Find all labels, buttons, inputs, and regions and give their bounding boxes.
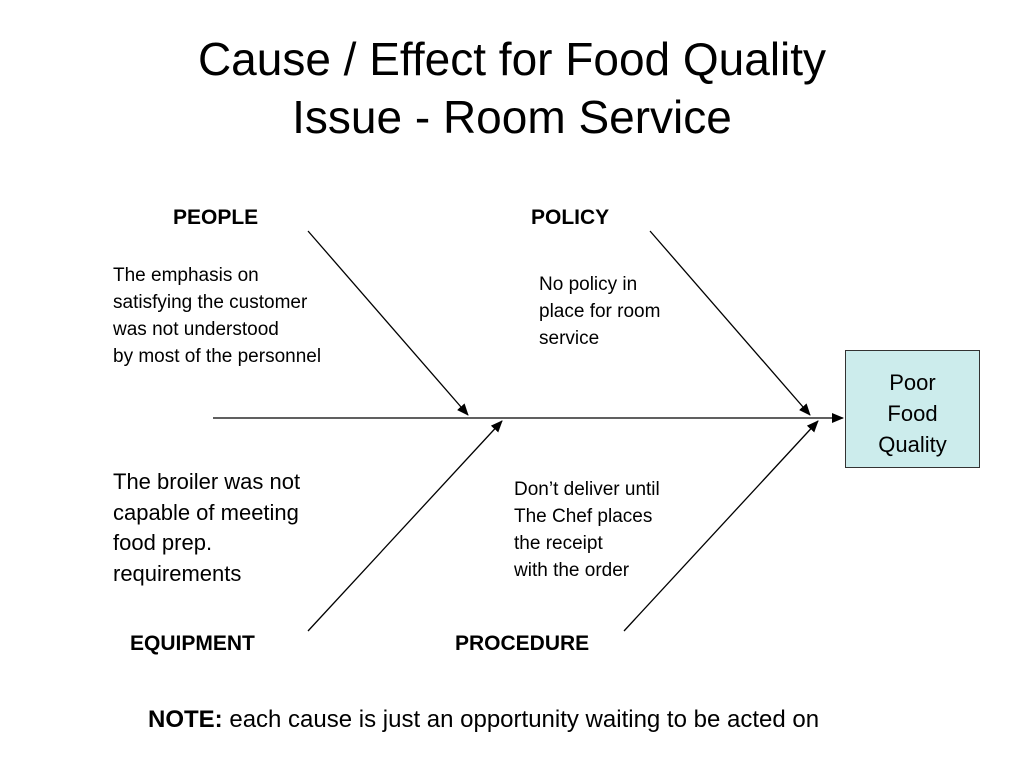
cause-people-line-4: by most of the personnel: [113, 346, 322, 367]
effect-box: Poor Food Quality: [845, 350, 980, 468]
title-line-2: Issue - Room Service: [292, 91, 732, 143]
cause-procedure-line-2: The Chef places: [514, 506, 653, 527]
cause-equipment-line-2: capable of meeting: [113, 499, 299, 525]
cause-procedure: Don’t deliver until The Chef places the …: [514, 476, 660, 584]
note-text: each cause is just an opportunity waitin…: [222, 706, 820, 733]
effect-line-1: Poor: [889, 370, 936, 395]
effect-line-2: Food: [887, 401, 938, 426]
cause-equipment-line-4: requirements: [113, 560, 242, 586]
bone-policy: [649, 230, 811, 416]
bone-procedure: [623, 420, 819, 632]
bone-people: [307, 230, 469, 416]
cause-equipment-line-1: The broiler was not: [113, 469, 301, 494]
category-people: PEOPLE: [173, 206, 259, 229]
cause-people-line-1: The emphasis on: [113, 265, 259, 286]
footer-note: NOTE: each cause is just an opportunity …: [148, 705, 819, 735]
cause-procedure-line-4: with the order: [514, 560, 630, 581]
cause-people-line-2: satisfying the customer: [113, 292, 308, 313]
title-line-1: Cause / Effect for Food Quality: [197, 33, 827, 85]
cause-policy: No policy in place for room service: [539, 271, 660, 352]
cause-people-line-3: was not understood: [113, 319, 279, 340]
note-label: NOTE:: [148, 706, 223, 733]
cause-policy-line-1: No policy in: [539, 274, 638, 295]
cause-equipment-line-3: food prep.: [113, 530, 213, 555]
category-equipment: EQUIPMENT: [130, 632, 255, 655]
category-procedure: PROCEDURE: [455, 632, 590, 655]
cause-procedure-line-3: the receipt: [514, 533, 603, 554]
cause-equipment: The broiler was not capable of meeting f…: [113, 467, 300, 589]
effect-line-3: Quality: [878, 432, 947, 457]
diagram-title: Cause / Effect for Food Quality Issue - …: [0, 30, 1024, 146]
cause-people: The emphasis on satisfying the customer …: [113, 262, 321, 370]
category-policy: POLICY: [531, 206, 610, 229]
cause-policy-line-3: service: [539, 328, 600, 349]
cause-procedure-line-1: Don’t deliver until: [514, 479, 660, 500]
bone-equipment: [307, 420, 503, 632]
cause-policy-line-2: place for room: [539, 301, 661, 322]
